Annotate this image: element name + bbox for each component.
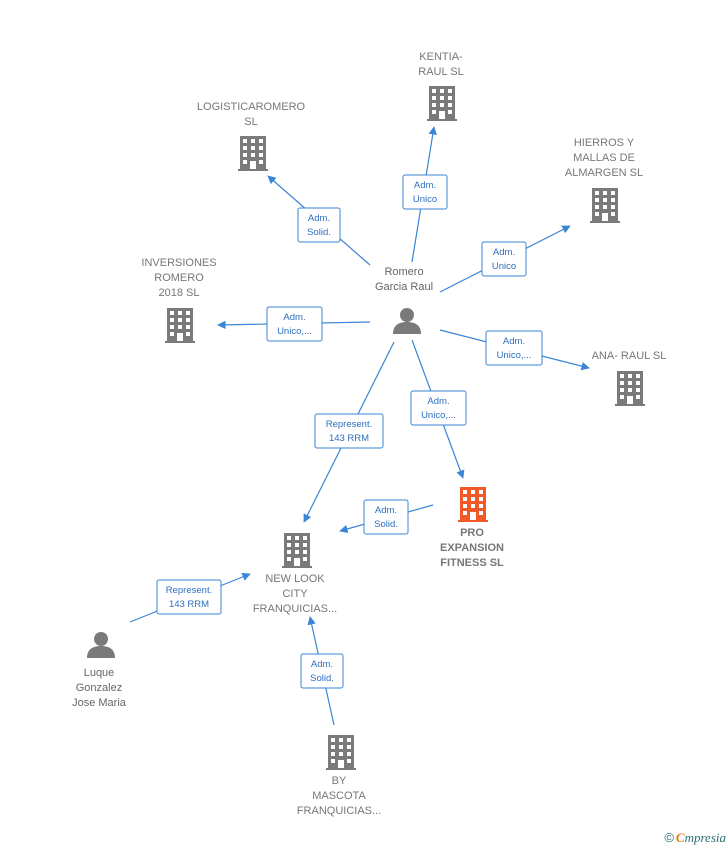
edge-label[interactable]: Adm. Unico [402, 174, 448, 210]
node-label-line: Romero [384, 266, 423, 278]
edge-label-line: Unico,... [421, 410, 456, 421]
node-label-line: RAUL SL [418, 66, 463, 78]
node-label-line: Garcia Raul [375, 281, 433, 293]
node-label-line: LOGISTICAROMERO [197, 101, 306, 113]
node-label-line: HIERROS Y [574, 137, 635, 149]
node-label-line: ANA- RAUL SL [592, 350, 667, 362]
edge-label[interactable]: Adm. Unico [481, 241, 527, 277]
edge-romero-to-inversiones: Adm. Unico,... [217, 306, 371, 342]
edge-label-line: Adm. [375, 505, 397, 516]
edge-label-line: Adm. [503, 336, 525, 347]
edge-label-line: Unico [492, 261, 516, 272]
brand-logo: ©Cmpresia [664, 830, 726, 845]
edge-label[interactable]: Adm. Solid. [363, 499, 409, 535]
edge-label-line: Unico [413, 194, 437, 205]
edge-label-line: Adm. [308, 213, 330, 224]
node-logistica[interactable]: LOGISTICAROMERO SL [197, 101, 306, 171]
edge-label-line: Adm. [427, 396, 449, 407]
edge-label-line: 143 RRM [169, 599, 209, 610]
node-label-line: CITY [282, 588, 308, 600]
node-label-line: MALLAS DE [573, 152, 635, 164]
node-newlook[interactable]: NEW LOOK CITY FRANQUICIAS... [253, 533, 337, 615]
building-icon [458, 487, 488, 522]
edge-romero-to-pro: Adm. Unico,... [410, 339, 467, 479]
edge-luque-to-newlook: Represent. 143 RRM [129, 572, 251, 623]
node-by[interactable]: BY MASCOTA FRANQUICIAS... [297, 735, 381, 817]
node-label-line: FRANQUICIAS... [253, 603, 337, 615]
node-label-line: EXPANSION [440, 542, 504, 554]
edge-label-line: Adm. [311, 659, 333, 670]
edge-label-line: Solid. [374, 519, 398, 530]
building-icon [326, 735, 356, 770]
building-icon [238, 136, 268, 171]
node-label-line: MASCOTA [312, 790, 366, 802]
node-label-line: FRANQUICIAS... [297, 805, 381, 817]
building-icon [165, 308, 195, 343]
node-label-line: INVERSIONES [141, 257, 216, 269]
node-label-line: ROMERO [154, 272, 204, 284]
edge-label[interactable]: Adm. Unico,... [485, 330, 543, 366]
node-label-line: Luque [84, 667, 115, 679]
edge-romero-to-hierros: Adm. Unico [439, 225, 571, 293]
edge-label[interactable]: Adm. Solid. [300, 653, 344, 689]
person-icon [87, 632, 115, 658]
node-inversiones[interactable]: INVERSIONES ROMERO 2018 SL [141, 257, 217, 343]
edge-label[interactable]: Represent. 143 RRM [156, 579, 222, 615]
edge-label-line: Solid. [307, 227, 331, 238]
building-icon [282, 533, 312, 568]
node-anaraul[interactable]: ANA- RAUL SL [592, 350, 667, 406]
node-kentia[interactable]: KENTIA- RAUL SL [418, 51, 464, 121]
building-icon [615, 371, 645, 406]
edge-pro-to-newlook: Adm. Solid. [339, 499, 434, 535]
edge-label-line: Solid. [310, 673, 334, 684]
copyright-icon: © [664, 830, 674, 845]
edge-romero-to-newlook: Represent. 143 RRM [303, 341, 395, 523]
node-label-line: SL [244, 116, 257, 128]
edges-layer: Adm.UnicoAdm.Solid.Adm.UnicoAdm.Unico,..… [129, 126, 590, 726]
node-label-line: BY [332, 775, 347, 787]
edge-romero-to-kentia: Adm. Unico [402, 126, 448, 263]
edge-by-to-newlook: Adm. Solid. [300, 616, 344, 726]
edge-label[interactable]: Adm. Solid. [297, 207, 341, 243]
edge-label[interactable]: Adm. Unico,... [266, 306, 323, 342]
node-label-line: ALMARGEN SL [565, 167, 643, 179]
building-icon [427, 86, 457, 121]
node-label-line: KENTIA- [419, 51, 463, 63]
node-hierros[interactable]: HIERROS Y MALLAS DE ALMARGEN SL [565, 137, 643, 223]
edge-label-line: Adm. [493, 247, 515, 258]
edge-label-line: 143 RRM [329, 433, 369, 444]
node-label-line: NEW LOOK [265, 573, 325, 585]
edge-romero-to-anaraul: Adm. Unico,... [439, 329, 590, 371]
node-label-line: 2018 SL [159, 287, 200, 299]
node-label-line: Jose Maria [72, 697, 127, 709]
edge-label-line: Unico,... [277, 326, 312, 337]
node-label-line: FITNESS SL [440, 557, 504, 569]
node-pro[interactable]: PRO EXPANSION FITNESS SL [440, 487, 504, 569]
edge-label[interactable]: Represent. 143 RRM [314, 413, 384, 449]
edge-label-line: Represent. [166, 585, 212, 596]
building-icon [590, 188, 620, 223]
node-label-line: Gonzalez [76, 682, 122, 694]
edge-label-line: Adm. [283, 312, 305, 323]
node-label-line: PRO [460, 527, 484, 539]
person-icon [393, 308, 421, 334]
edge-label-line: Adm. [414, 180, 436, 191]
edge-label-line: Represent. [326, 419, 372, 430]
edge-label[interactable]: Adm. Unico,... [410, 390, 467, 426]
edge-romero-to-logistica: Adm. Solid. [267, 175, 371, 266]
edge-label-line: Unico,... [497, 350, 532, 361]
